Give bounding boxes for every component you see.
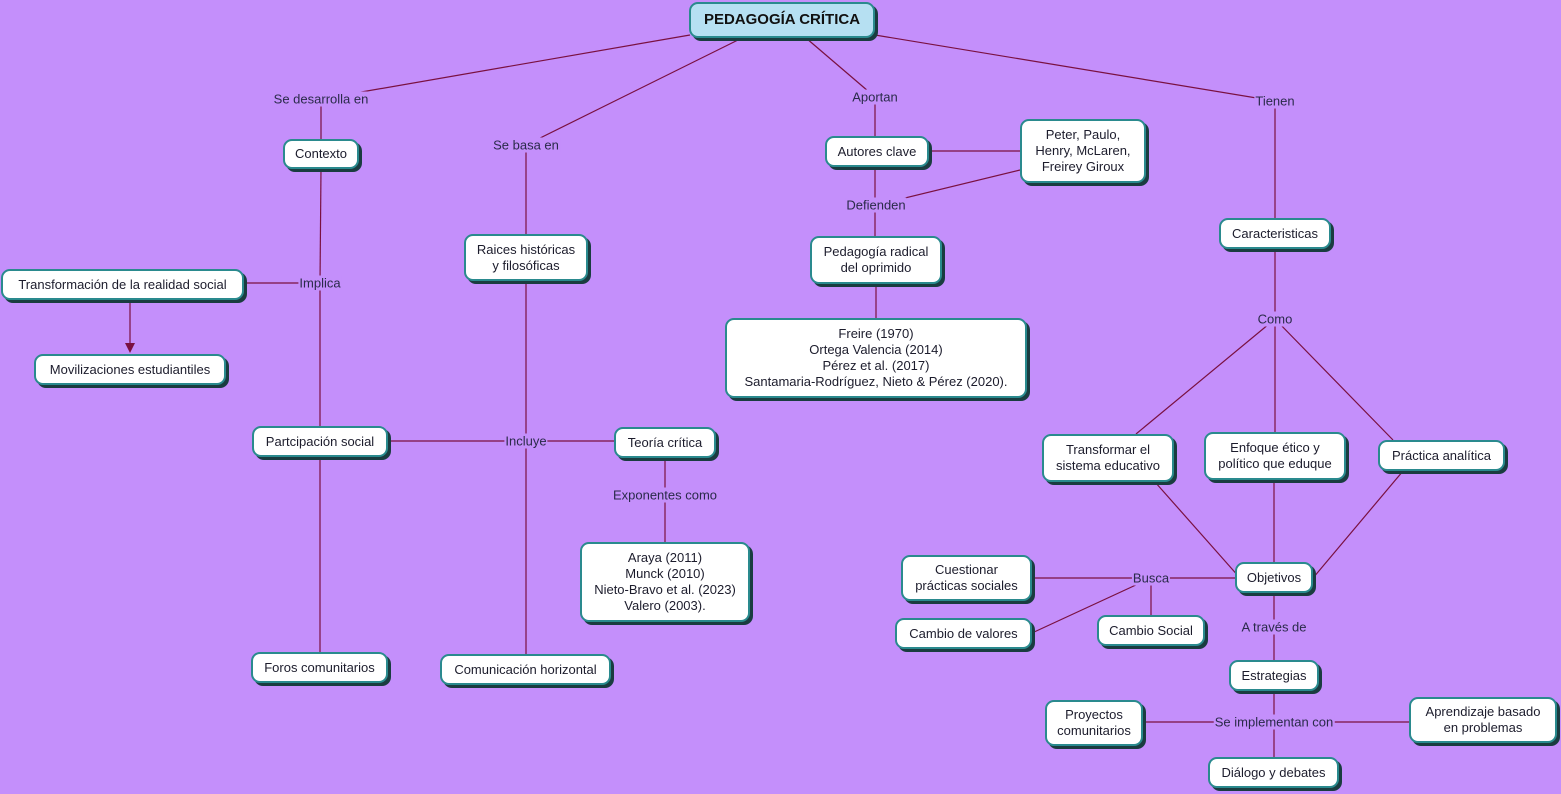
- link-label-tienen: Tienen: [1254, 93, 1296, 109]
- connector-line: [525, 37, 743, 146]
- link-label-busca: Busca: [1131, 570, 1171, 586]
- node-dialogo-debates[interactable]: Diálogo y debates: [1208, 757, 1339, 788]
- node-referencias[interactable]: Freire (1970) Ortega Valencia (2014) Pér…: [725, 318, 1027, 398]
- connector-line: [1154, 481, 1241, 579]
- arrowhead-icon: [125, 343, 135, 353]
- node-foros-comunitarios[interactable]: Foros comunitarios: [251, 652, 388, 683]
- connector-line: [1135, 318, 1276, 435]
- link-label-aportan: Aportan: [851, 89, 899, 105]
- node-aprendizaje-problemas[interactable]: Aprendizaje basado en problemas: [1409, 697, 1557, 743]
- node-contexto[interactable]: Contexto: [283, 139, 359, 169]
- connector-line: [1031, 577, 1152, 634]
- node-practica-analitica[interactable]: Práctica analítica: [1378, 440, 1505, 471]
- node-estrategias[interactable]: Estrategias: [1229, 660, 1319, 691]
- node-cuestionar-practicas[interactable]: Cuestionar prácticas sociales: [901, 555, 1032, 601]
- node-teoria-critica[interactable]: Teoría crítica: [614, 427, 716, 458]
- link-label-se-implementan-con: Se implementan con: [1213, 714, 1335, 730]
- link-label-como: Como: [1256, 311, 1294, 327]
- node-participacion-social[interactable]: Partcipación social: [252, 426, 388, 457]
- root-node[interactable]: PEDAGOGÍA CRÍTICA: [689, 2, 875, 38]
- node-proyectos-comunitarios[interactable]: Proyectos comunitarios: [1045, 700, 1143, 746]
- connector-line: [320, 34, 691, 100]
- link-label-defienden: Defienden: [845, 197, 907, 213]
- node-enfoque-etico[interactable]: Enfoque ético y político que eduque: [1204, 432, 1346, 480]
- connector-line: [319, 168, 322, 284]
- node-pedagogia-radical[interactable]: Pedagogía radical del oprimido: [810, 236, 942, 284]
- node-objetivos[interactable]: Objetivos: [1235, 562, 1313, 593]
- node-transformar-sistema[interactable]: Transformar el sistema educativo: [1042, 434, 1174, 482]
- link-label-incluye: Incluye: [504, 433, 548, 449]
- node-comunicacion-horizontal[interactable]: Comunicación horizontal: [440, 654, 611, 685]
- node-cambio-valores[interactable]: Cambio de valores: [895, 618, 1032, 649]
- link-label-implica: Implica: [298, 275, 342, 291]
- node-autores-clave[interactable]: Autores clave: [825, 136, 929, 167]
- node-exponentes-lista[interactable]: Araya (2011) Munck (2010) Nieto-Bravo et…: [580, 542, 750, 622]
- connector-line: [874, 34, 1276, 102]
- connector-line: [1274, 318, 1394, 441]
- connector-line: [1312, 470, 1404, 579]
- node-movilizaciones-estudiantiles[interactable]: Movilizaciones estudiantiles: [34, 354, 226, 385]
- node-nombres-autores[interactable]: Peter, Paulo, Henry, McLaren, Freirey Gi…: [1020, 119, 1146, 183]
- link-label-se-basa-en: Se basa en: [492, 137, 560, 153]
- node-raices-historicas[interactable]: Raices históricas y filosóficas: [464, 234, 588, 281]
- link-label-exponentes-como: Exponentes como: [611, 487, 719, 503]
- node-transformacion-realidad-social[interactable]: Transformación de la realidad social: [1, 269, 244, 300]
- link-label-se-desarrolla-en: Se desarrolla en: [272, 91, 370, 107]
- node-cambio-social[interactable]: Cambio Social: [1097, 615, 1205, 646]
- link-label-a-traves-de: A través de: [1240, 619, 1308, 635]
- connector-line: [805, 37, 876, 98]
- node-caracteristicas[interactable]: Caracteristicas: [1219, 218, 1331, 249]
